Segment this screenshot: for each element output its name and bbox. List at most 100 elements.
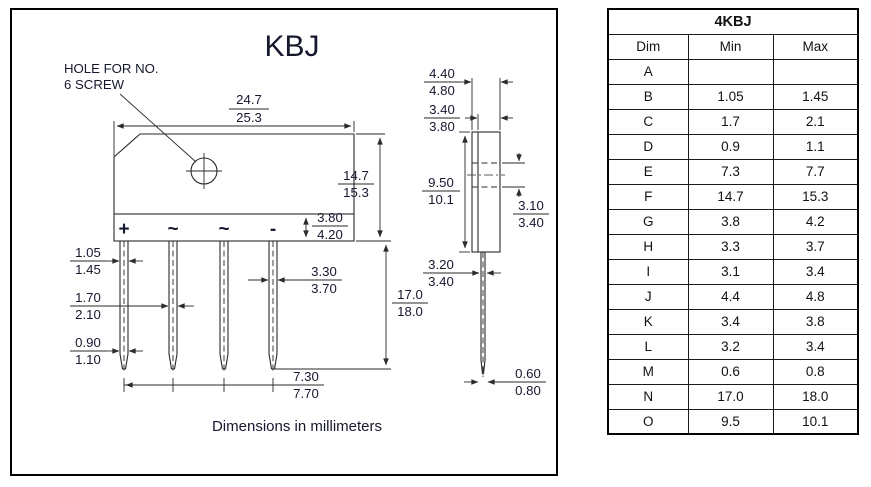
dim-lead-setback-min: 3.20 [428,257,454,272]
cell-min: 1.05 [687,83,774,110]
terminal-plus: + [118,219,129,240]
cell-max: 1.45 [772,83,859,110]
dim-overall-thickness-max: 4.80 [429,83,455,98]
cell-max: 3.8 [772,308,859,335]
column-header-max: Max [772,33,859,60]
terminal-ac2: ~ [218,219,229,240]
lead-pin-3 [219,241,229,373]
cell-dim: M [607,358,689,385]
dim-body-width-max: 25.3 [236,110,262,125]
terminal-minus: - [270,219,276,240]
cell-min: 0.6 [687,358,774,385]
dim-overall-thickness-min: 4.40 [429,66,455,81]
side-lead-pin [480,252,486,377]
table-header-row: Dim Min Max [607,33,859,60]
cell-max: 4.8 [772,283,859,310]
cell-max: 0.8 [772,358,859,385]
cell-dim: A [607,58,689,85]
cell-min: 1.7 [687,108,774,135]
cell-dim: E [607,158,689,185]
cell-dim: B [607,83,689,110]
dim-strip-height-max: 4.20 [317,227,343,242]
drawing-caption: Dimensions in millimeters [212,418,382,435]
dim-lead-thickness-min: 0.60 [515,366,541,381]
hole-leader-line [119,93,197,163]
dim-lead-length-max: 18.0 [397,304,423,319]
dim-lead-width-tip-min: 0.90 [75,335,101,350]
cell-min: 0.9 [687,133,774,160]
dim-body-height-max: 15.3 [343,185,369,200]
dim-body-depth-min: 9.50 [428,175,454,190]
cell-min: 4.4 [687,283,774,310]
dim-lead-edge-inset-max: 3.70 [311,281,337,296]
cell-min: 7.3 [687,158,774,185]
side-dimensions: 4.40 4.80 3.40 3.80 9.50 10.1 [422,66,549,398]
dim-lead-width-mid-max: 2.10 [75,307,101,322]
table-title-row: 4KBJ [607,8,859,35]
cell-max: 2.1 [772,108,859,135]
front-body-outline [113,133,355,215]
cell-min: 3.3 [687,233,774,260]
cell-min [687,58,774,85]
cell-max: 4.2 [772,208,859,235]
cell-min: 3.8 [687,208,774,235]
cell-dim: K [607,308,689,335]
dim-lead-setback-max: 3.40 [428,274,454,289]
front-dimensions: 24.7 25.3 14.7 15.3 3.80 4.20 1.05 1.45 [70,92,428,401]
cell-max [772,58,859,85]
dim-lead-width-upper-max: 1.45 [75,262,101,277]
hole-note-line1: HOLE FOR NO. [64,61,159,76]
dim-lead-edge-inset-min: 3.30 [311,264,337,279]
dim-body-width-min: 24.7 [236,92,262,107]
cell-max: 15.3 [772,183,859,210]
dim-body-thickness-max: 3.80 [429,119,455,134]
dim-body-thickness-min: 3.40 [429,102,455,117]
cell-max: 3.4 [772,333,859,360]
cell-dim: H [607,233,689,260]
table-title: 4KBJ [607,8,859,35]
cell-max: 10.1 [772,408,859,435]
cell-min: 3.4 [687,308,774,335]
cell-max: 1.1 [772,133,859,160]
dim-hole-width-min: 3.10 [518,198,544,213]
lead-pin-4 [268,241,278,373]
side-body-outline [471,131,501,253]
dim-lead-width-mid-min: 1.70 [75,290,101,305]
front-view: + ~ ~ - [113,133,355,373]
package-drawing: KBJ HOLE FOR NO. 6 SCREW Dimensions in m… [64,30,549,435]
cell-max: 18.0 [772,383,859,410]
dim-lead-pitch-min: 7.30 [293,369,319,384]
cell-max: 7.7 [772,158,859,185]
dim-body-height-min: 14.7 [343,168,369,183]
dim-lead-width-tip-max: 1.10 [75,352,101,367]
cell-max: 3.4 [772,258,859,285]
terminal-ac1: ~ [167,219,178,240]
cell-dim: F [607,183,689,210]
dim-lead-pitch-max: 7.70 [293,386,319,401]
cell-dim: J [607,283,689,310]
terminal-strip [113,213,355,242]
side-view [467,131,505,377]
cell-min: 14.7 [687,183,774,210]
cell-min: 3.1 [687,258,774,285]
table-row-a: A [607,58,859,85]
cell-dim: C [607,108,689,135]
package-drawing-box: KBJ HOLE FOR NO. 6 SCREW Dimensions in m… [10,8,558,476]
cell-dim: D [607,133,689,160]
cell-dim: G [607,208,689,235]
